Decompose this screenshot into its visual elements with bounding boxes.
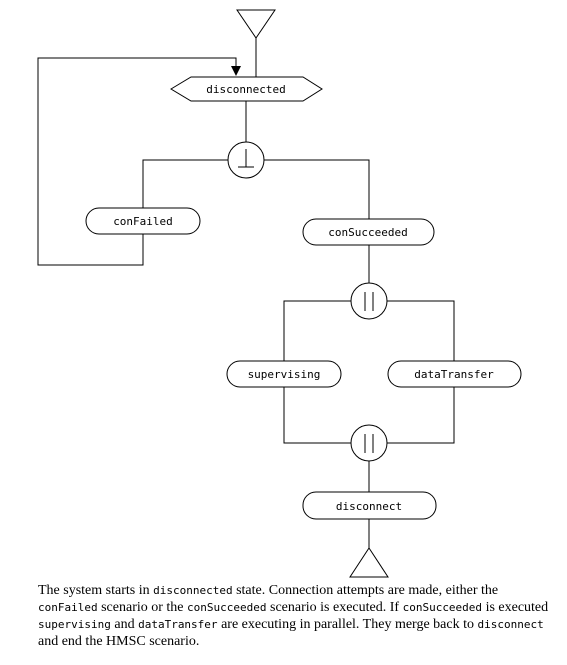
start-triangle (236, 9, 276, 39)
parallel-split-operator (350, 282, 388, 320)
disconnect-node: disconnect (302, 491, 437, 520)
loop-arrowhead (231, 66, 241, 76)
loop-back-edge (37, 57, 237, 266)
dataTransfer-node: dataTransfer (387, 360, 522, 388)
parallel-join-operator (350, 424, 388, 462)
figure-caption: The system starts in disconnected state.… (38, 583, 549, 649)
disconnected-label: disconnected (206, 83, 285, 96)
conSucceeded-node: conSucceeded (302, 218, 435, 246)
conFailed-node: conFailed (85, 207, 201, 235)
supervising-node: supervising (226, 360, 342, 388)
disconnect-label: disconnect (336, 500, 402, 513)
supervising-label: supervising (248, 368, 321, 381)
alternative-operator (227, 141, 265, 179)
disconnected-state: disconnected (170, 76, 323, 102)
hmsc-diagram: disconnected conFailed conSucceeded supe… (37, 9, 522, 578)
dataTransfer-label: dataTransfer (414, 368, 494, 381)
conSucceeded-label: conSucceeded (328, 226, 407, 239)
conFailed-label: conFailed (113, 215, 173, 228)
end-triangle (349, 547, 389, 578)
